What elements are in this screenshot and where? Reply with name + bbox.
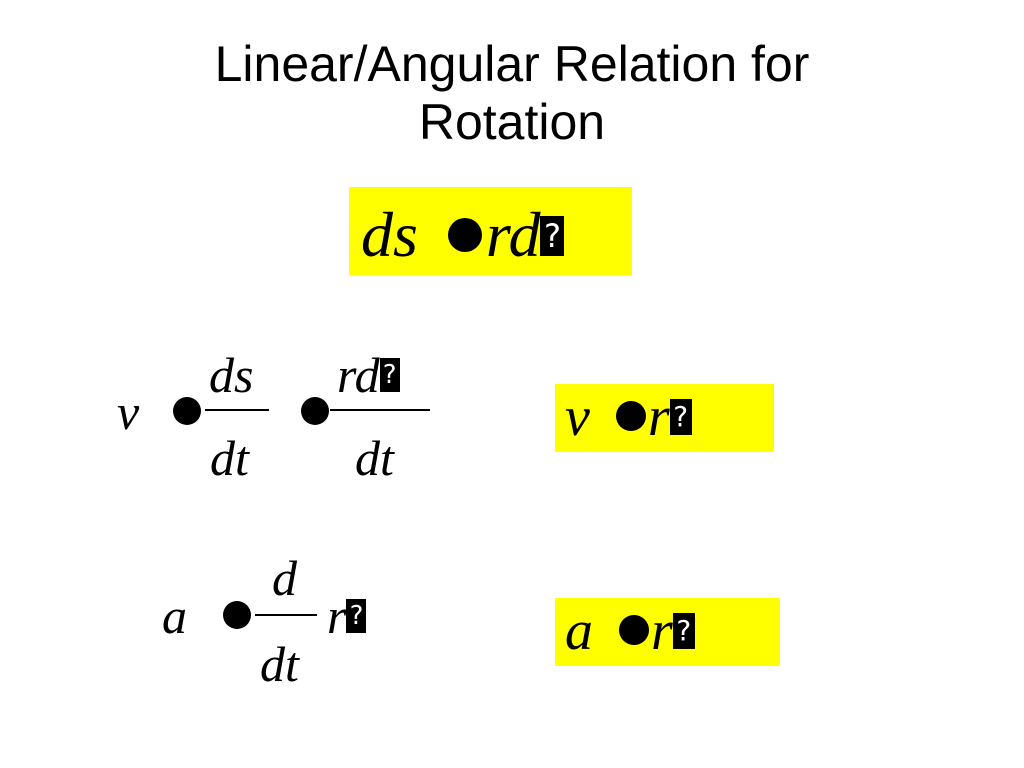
equals-glyph — [223, 601, 251, 629]
equation-v-result: v r? — [565, 384, 692, 450]
eq-top-rhs: rd — [485, 199, 541, 270]
missing-glyph-icon: ? — [669, 399, 692, 435]
missing-glyph-icon: ? — [379, 358, 400, 392]
missing-glyph-icon: ? — [346, 599, 367, 633]
eq-a-frac-den: dt — [260, 636, 299, 692]
eq-a-lhs: a — [162, 588, 187, 644]
equals-glyph — [173, 397, 201, 425]
equation-arc-length: ds rd? — [361, 197, 565, 273]
slide-title: Linear/Angular Relation for Rotation — [0, 35, 1024, 151]
eq-v-lhs: v — [117, 384, 140, 440]
equals-glyph — [447, 218, 482, 252]
title-line-2: Rotation — [418, 94, 606, 150]
equals-glyph — [619, 615, 649, 645]
fraction-bar — [255, 614, 317, 616]
equation-a-result: a r? — [565, 598, 695, 664]
eq-top-lhs: ds — [361, 199, 418, 270]
missing-glyph-icon: ? — [540, 216, 565, 256]
eq-v-result-lhs: v — [565, 386, 590, 448]
equals-glyph — [615, 401, 646, 431]
eq-a-tail: r? — [327, 588, 367, 644]
equals-glyph — [301, 397, 329, 425]
eq-v-result-rhs: r — [647, 386, 670, 448]
fraction-bar — [205, 409, 269, 411]
title-line-1: Linear/Angular Relation for — [214, 36, 810, 92]
equation-a-result-box — [555, 598, 780, 666]
eq-a-result-rhs: r — [651, 600, 673, 662]
equation-v-result-box — [555, 384, 774, 452]
eq-v-frac1-den: dt — [210, 430, 249, 486]
eq-a-result-lhs: a — [565, 600, 593, 662]
equation-arc-length-box — [349, 187, 632, 275]
eq-v-frac2-num: rd? — [337, 347, 400, 403]
missing-glyph-icon: ? — [672, 613, 695, 649]
eq-a-frac-num: d — [272, 550, 297, 606]
fraction-bar — [330, 409, 430, 411]
eq-v-frac2-den: dt — [355, 430, 394, 486]
eq-v-frac1-num: ds — [209, 347, 254, 403]
